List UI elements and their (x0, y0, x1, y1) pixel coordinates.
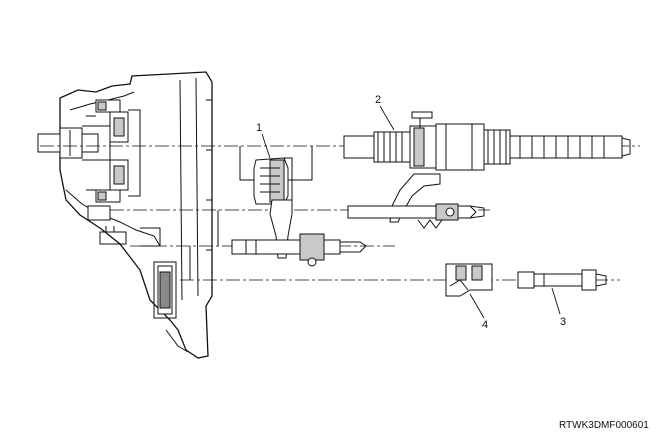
leader-lines (261, 105, 561, 319)
part-1-sleeve (253, 157, 293, 205)
shift-fork-lower (231, 199, 367, 267)
callout-3: 3 (560, 316, 566, 328)
callout-2: 2 (375, 94, 381, 106)
figure-code: RTWK3DMF000601 (559, 420, 649, 431)
part-4-interlock (445, 263, 493, 297)
shift-fork-upper (347, 111, 485, 229)
callout-1: 1 (256, 122, 262, 134)
transmission-case (37, 71, 213, 359)
part-2-mainshaft (343, 123, 631, 171)
callout-4: 4 (482, 319, 488, 331)
part-3-pin (517, 269, 607, 291)
axis-lines (40, 145, 640, 281)
